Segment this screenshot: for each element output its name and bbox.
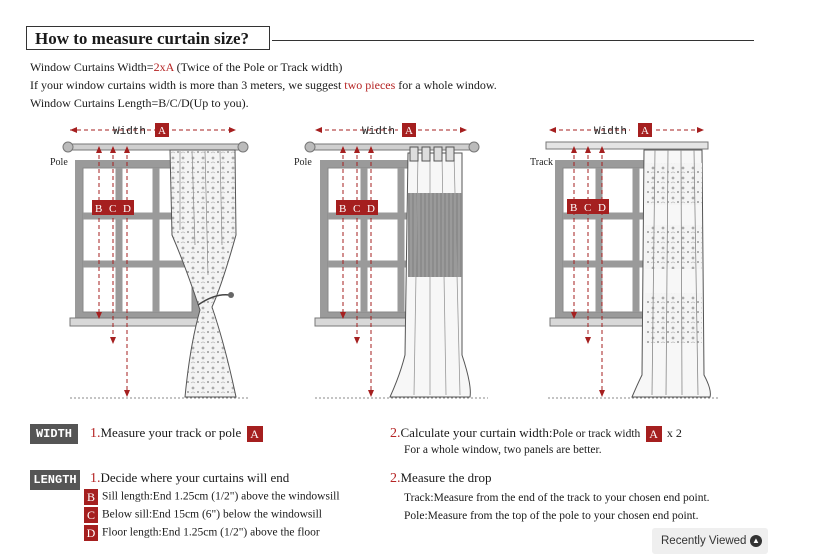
chevron-up-icon: ▲ (750, 535, 762, 547)
b-marker (92, 200, 106, 215)
diagram-pole-tieback: Width A Pole (50, 123, 249, 399)
svg-text:B: B (570, 202, 577, 214)
recently-viewed-button[interactable]: Recently Viewed ▲ (652, 528, 768, 554)
svg-text:D: D (367, 203, 375, 215)
recently-viewed-label: Recently Viewed (661, 535, 747, 547)
width-label: Width (113, 126, 146, 138)
b-marker (567, 199, 581, 214)
intro-width-formula: 2xA (153, 60, 174, 74)
width-step-1: 1.Measure your track or pole A (90, 425, 265, 443)
svg-text:C: C (584, 202, 591, 214)
c-marker: C (84, 507, 98, 523)
intro-width-line: Window Curtains Width=2xA (Twice of the … (30, 60, 342, 75)
svg-text:D: D (598, 202, 606, 214)
diagram-pole-pinch: Width A Pole (294, 123, 488, 399)
svg-text:A: A (158, 125, 166, 137)
width-label: Width (594, 126, 627, 138)
curtain-pole (69, 143, 241, 151)
d-marker: D (84, 525, 98, 541)
intro-two-pieces: two pieces (344, 78, 396, 92)
track-note: Track:Measure from the end of the track … (404, 492, 710, 504)
d-marker (595, 199, 609, 214)
svg-text:A: A (405, 125, 413, 137)
tieback-curtain (169, 149, 237, 398)
d-marker (364, 200, 378, 215)
a-marker: A (645, 426, 662, 443)
svg-text:D: D (123, 203, 131, 215)
svg-text:B: B (339, 203, 346, 215)
c-marker (106, 200, 120, 215)
svg-text:C: C (353, 203, 360, 215)
svg-text:B: B (95, 203, 102, 215)
title-divider (272, 40, 754, 41)
intro-pieces-line: If your window curtains width is more th… (30, 78, 497, 93)
length-badge: LENGTH (30, 470, 80, 490)
width-badge: WIDTH (30, 424, 78, 444)
intro-pieces-text: If your window curtains width is more th… (30, 78, 345, 92)
intro-length-line: Window Curtains Length=B/C/D(Up to you). (30, 96, 249, 110)
width-label: Width (362, 126, 395, 138)
diagram-track: Width A Track B C D (530, 123, 720, 399)
a-marker (402, 123, 416, 137)
pole-note: Pole:Measure from the top of the pole to… (404, 510, 699, 522)
intro-width-note: (Twice of the Pole or Track width) (173, 60, 343, 74)
curtain-diagrams: Width A Pole (50, 123, 720, 399)
width-note: For a whole window, two panels are bette… (404, 444, 602, 456)
length-step-1: 1.Decide where your curtains will end (90, 470, 290, 486)
c-marker (350, 200, 364, 215)
windowsill (69, 317, 207, 327)
length-step-2: 2.Measure the drop (390, 470, 492, 486)
track-label: Track (530, 157, 553, 168)
pole-label: Pole (294, 157, 312, 168)
c-marker (581, 199, 595, 214)
b-marker: B (84, 489, 98, 505)
curtain-track (545, 141, 709, 150)
svg-text:C: C (109, 203, 116, 215)
a-marker (155, 123, 169, 137)
b-marker (336, 200, 350, 215)
intro-pieces-end: for a whole window. (395, 78, 497, 92)
intro-width-text: Window Curtains Width= (30, 60, 154, 74)
width-step-2: 2.Calculate your curtain width:Pole or t… (390, 425, 682, 443)
a-marker: A (246, 426, 263, 443)
d-marker (120, 200, 134, 215)
svg-text:A: A (641, 125, 649, 137)
pole-label: Pole (50, 157, 68, 168)
page-title: How to measure curtain size? (26, 26, 270, 50)
a-marker (638, 123, 652, 137)
